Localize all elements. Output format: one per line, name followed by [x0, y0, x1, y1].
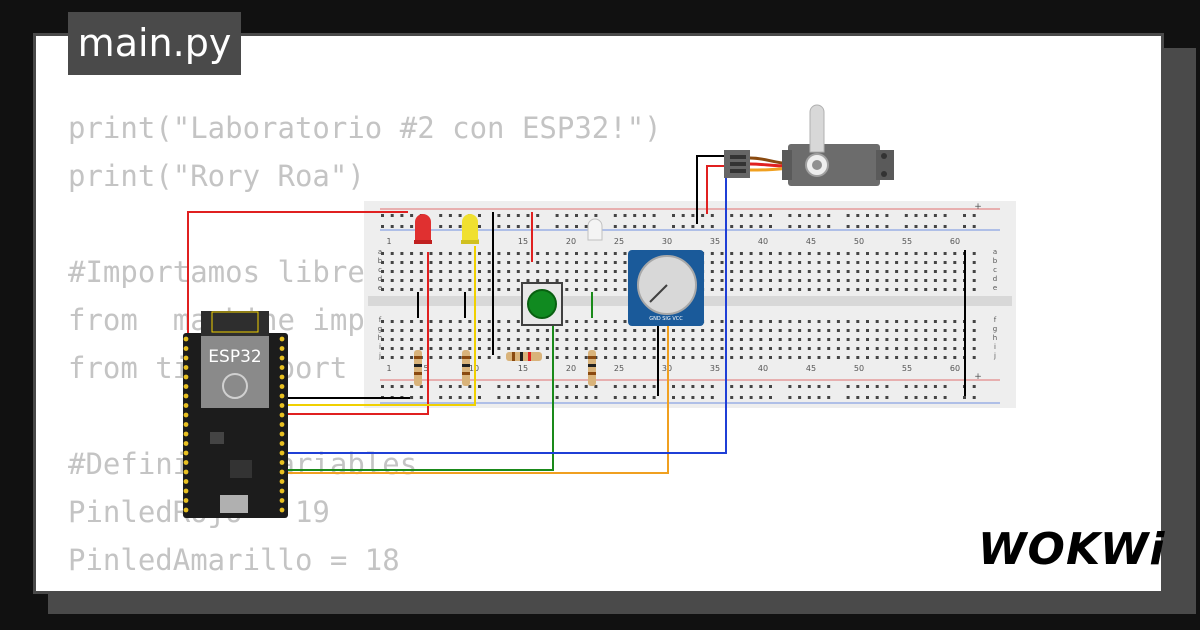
breadboard-label: i — [994, 343, 996, 351]
board-label: ESP32 — [208, 347, 261, 367]
breadboard-label: g — [993, 325, 997, 333]
breadboard-label: 5 — [423, 364, 428, 373]
breadboard-label: 25 — [614, 237, 624, 246]
breadboard-label: c — [378, 266, 382, 274]
breadboard-label: 1 — [386, 237, 391, 246]
breadboard-label: 60 — [950, 364, 960, 373]
wire-red-vcc — [187, 211, 408, 345]
breadboard-label: f — [994, 316, 997, 324]
breadboard-label: j — [378, 352, 381, 360]
esp32-icon[interactable]: ESP32 — [183, 311, 288, 518]
servo-icon[interactable] — [724, 104, 894, 186]
breadboard-label: 50 — [854, 237, 864, 246]
breadboard-label: h — [993, 334, 997, 342]
breadboard-label: 55 — [902, 364, 912, 373]
breadboard-holes — [381, 214, 976, 399]
breadboard-label: 35 — [710, 237, 720, 246]
wire-yellow-led — [284, 246, 476, 406]
breadboard-label: i — [379, 343, 381, 351]
led-icon[interactable] — [587, 218, 603, 241]
breadboard-label: 30 — [662, 237, 672, 246]
potentiometer-label: GND SIG VCC — [649, 316, 683, 322]
breadboard-label: h — [378, 334, 382, 342]
breadboard-label: e — [993, 284, 997, 292]
breadboard-label: 40 — [758, 364, 768, 373]
breadboard-label: 45 — [806, 237, 816, 246]
breadboard-label: 55 — [902, 237, 912, 246]
breadboard-label: 15 — [518, 364, 528, 373]
breadboard-label: 1 — [386, 364, 391, 373]
breadboard-label: a — [378, 248, 382, 256]
breadboard-label: 60 — [950, 237, 960, 246]
breadboard-label: 15 — [518, 237, 528, 246]
breadboard-label: c — [993, 266, 997, 274]
code-line: print("Laboratorio #2 con ESP32!") — [68, 111, 662, 145]
wire-red-servo — [706, 165, 726, 214]
potentiometer-icon[interactable]: GND SIG VCC — [628, 250, 704, 326]
breadboard-label: d — [378, 275, 382, 283]
breadboard-label: b — [993, 257, 998, 265]
resistor-icon — [506, 352, 542, 361]
breadboard-label: j — [993, 352, 996, 360]
led-icon[interactable] — [461, 214, 479, 244]
wire-red-led — [284, 252, 429, 415]
resistor-icon — [588, 350, 596, 386]
breadboard-label: g — [378, 325, 382, 333]
wire-black-servo — [696, 155, 726, 224]
wire-green-button — [188, 326, 554, 471]
breadboard-label: 25 — [614, 364, 624, 373]
wires — [187, 155, 966, 474]
breadboard-label: e — [378, 284, 382, 292]
breadboard-label: + — [974, 202, 982, 212]
file-tab[interactable]: main.py — [68, 12, 241, 75]
resistor-icon — [414, 350, 422, 386]
breadboard-label: d — [993, 275, 997, 283]
breadboard-label: 35 — [710, 364, 720, 373]
breadboard-label: a — [993, 248, 997, 256]
breadboard-label: 40 — [758, 237, 768, 246]
breadboard-label: f — [379, 316, 382, 324]
code-line: print("Rory Roa") — [68, 159, 365, 193]
breadboard-label: 45 — [806, 364, 816, 373]
breadboard-label: 50 — [854, 364, 864, 373]
pushbutton-icon[interactable] — [521, 282, 563, 326]
esp32-pins — [183, 336, 285, 513]
brand-logo: WOKWi — [978, 524, 1166, 575]
breadboard-label: + — [974, 372, 982, 382]
wire-orange-pot — [284, 326, 669, 474]
breadboard-label: 20 — [566, 364, 576, 373]
wire-blue-servo — [284, 172, 727, 454]
breadboard-label: b — [378, 257, 383, 265]
code-line: PinledAmarillo = 18 — [68, 543, 400, 577]
led-icon[interactable] — [414, 214, 432, 244]
resistor-icon — [462, 350, 470, 386]
breadboard-label: 20 — [566, 237, 576, 246]
